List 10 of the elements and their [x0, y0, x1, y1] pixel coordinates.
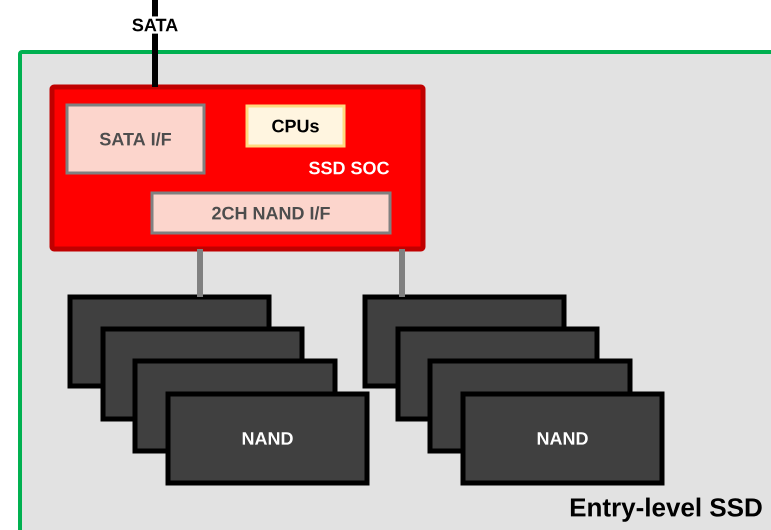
nand-chip: NAND [460, 392, 664, 486]
interface-block: 2CH NAND I/F [150, 192, 392, 234]
connector-line [197, 249, 203, 297]
connector-line [152, 34, 158, 87]
interface-block: SATA I/F [66, 104, 206, 174]
connector-line [152, 0, 158, 16]
cpu-block: CPUs [246, 104, 346, 148]
connector-line [399, 249, 405, 297]
nand-chip: NAND [166, 392, 370, 486]
interface-label: SATA [132, 18, 178, 32]
